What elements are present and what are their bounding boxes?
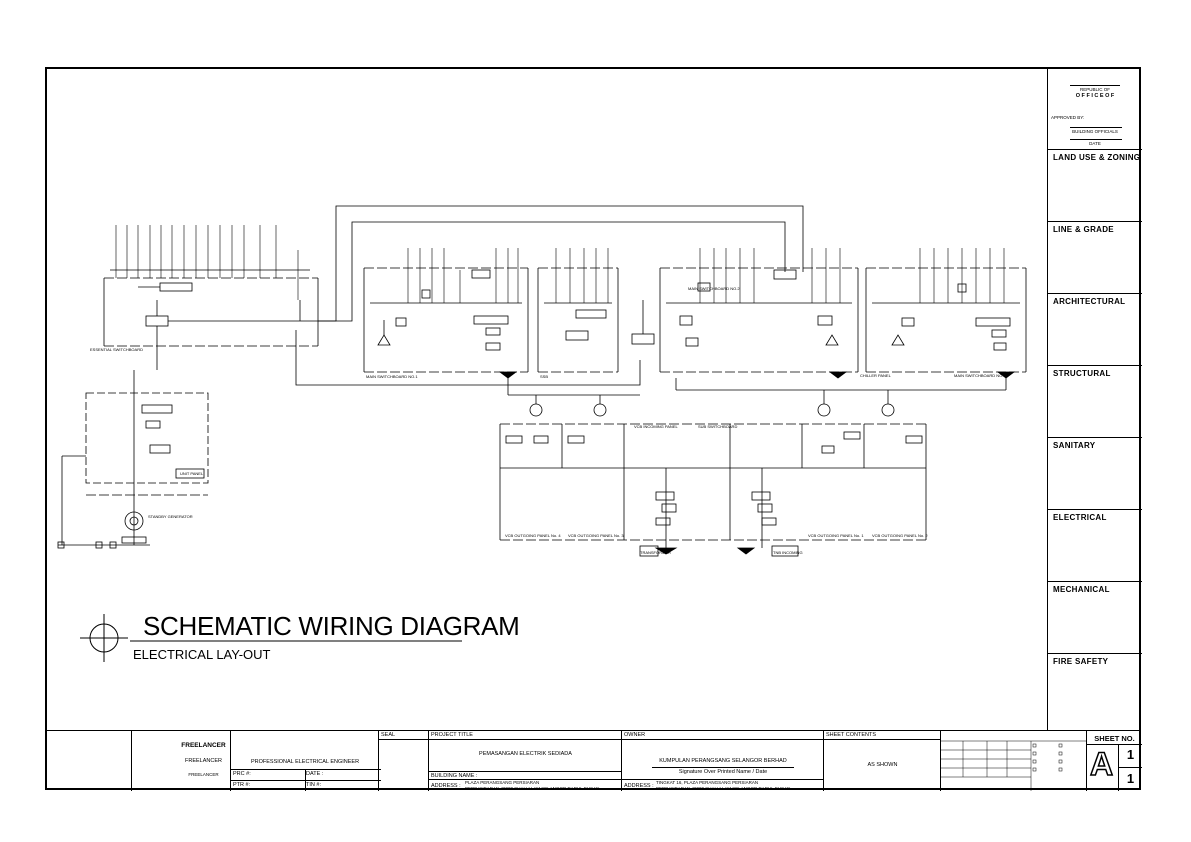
sheet-border (45, 67, 1141, 790)
engineer-block: PROFESSIONAL ELECTRICAL ENGINEER PRC #: … (230, 731, 381, 791)
office-label: O F F I C E O F (1075, 93, 1115, 99)
firm-block: FREELANCER FREELANCER FREELANCER (131, 731, 275, 791)
owner-name: KUMPULAN PERANGSANG SELANGOR BERHAD (659, 758, 787, 764)
essential-switchboard-group (103, 225, 319, 370)
owner-block: OWNER KUMPULAN PERANGSANG SELANGOR BERHA… (621, 731, 824, 791)
label-vcb-outgoing-4: VCB OUTGOING PANEL No. 4 (505, 533, 561, 538)
tb-blank (45, 731, 131, 791)
section-architectural: ARCHITECTURAL (1048, 293, 1142, 365)
sheet-contents-label: SHEET CONTENTS (826, 732, 877, 738)
seal-block: SEAL (378, 731, 429, 791)
firm-line3: FREELANCER (188, 772, 219, 777)
project-address-1: PLAZA PERANGSANG PERSIARAN (465, 780, 540, 785)
revision-table (941, 740, 1087, 791)
section-sanitary: SANITARY (1048, 437, 1142, 509)
firm-line2: FREELANCER (185, 758, 222, 764)
title-block: FREELANCER FREELANCER FREELANCER PROFESS… (45, 730, 1142, 791)
main-switchboard-2-group (659, 248, 859, 379)
republic-label: REPUBLIC OF (1079, 87, 1110, 92)
project-title: PEMASANGAN ELECTRIK SEDIADA (479, 751, 572, 757)
section-line-grade: LINE & GRADE (1048, 221, 1142, 293)
approval-column: REPUBLIC OF O F F I C E O F APPROVED BY:… (1047, 67, 1142, 730)
label-main-switchboard-2: MAIN SWITCHBOARD NO.2 (688, 286, 740, 291)
building-official-label: BUILDING OFFICIALS (1072, 129, 1118, 134)
label-vcb-outgoing-1: VCB OUTGOING PANEL No. 1 (808, 533, 864, 538)
building-name-label: BUILDING NAME : (431, 773, 478, 779)
section-label: SANITARY (1053, 441, 1096, 450)
section-label: STRUCTURAL (1053, 369, 1111, 378)
title-marker-symbol (80, 614, 462, 662)
section-label: ELECTRICAL (1053, 513, 1107, 522)
project-address-label: ADDRESS : (431, 783, 461, 789)
drawing-subtitle: ELECTRICAL LAY-OUT (133, 647, 271, 662)
label-vcb-outgoing-2: VCB OUTGOING PANEL No. 2 (872, 533, 928, 538)
engineer-role: PROFESSIONAL ELECTRICAL ENGINEER (250, 759, 360, 765)
label-vcb-outgoing-3: VCB OUTGOING PANEL No. 3 (568, 533, 624, 538)
label-main-switchboard-1: MAIN SWITCHBOARD NO.1 (366, 374, 418, 379)
label-tenaga: TNB INCOMING (773, 550, 803, 555)
section-mechanical: MECHANICAL (1048, 581, 1142, 653)
prc-label: PRC #: (233, 771, 251, 777)
project-block: PROJECT TITLE PEMASANGAN ELECTRIK SEDIAD… (428, 731, 622, 791)
section-label: MECHANICAL (1053, 585, 1110, 594)
transformer-group (639, 468, 799, 557)
owner-signature-line: Signature Over Printed Name / Date (678, 769, 768, 775)
seal-label: SEAL (381, 732, 396, 738)
scale-value: AS SHOWN (867, 762, 898, 768)
tin-label: TIN #: (306, 782, 321, 788)
section-electrical: ELECTRICAL (1048, 509, 1142, 581)
sheet-number-block: SHEET NO. A 1 1 (1086, 731, 1142, 791)
drawing-title: SCHEMATIC WIRING DIAGRAM (143, 611, 520, 641)
section-label: LINE & GRADE (1053, 225, 1114, 234)
project-title-label: PROJECT TITLE (431, 732, 473, 738)
label-sub-switchboard: SUB SWITCHBOARD (698, 424, 737, 429)
section-structural: STRUCTURAL (1048, 365, 1142, 437)
owner-address-2: PERBANDARAN 40000 SHAH ALAM SELANGOR DAR… (656, 786, 791, 791)
section-land-use: LAND USE & ZONING (1048, 149, 1142, 221)
owner-address-label: ADDRESS : (624, 783, 654, 789)
section-label: ARCHITECTURAL (1053, 297, 1126, 306)
label-ups-panel: UNIT PANEL (180, 471, 204, 476)
label-standby-generator: STANDBY GENERATOR (148, 514, 193, 519)
label-ssb: SSB (540, 374, 548, 379)
sheet-contents-block: SHEET CONTENTS AS SHOWN (823, 731, 941, 791)
project-address-2: PERBANDARAN 40000 SHAH ALAM SELANGOR DAR… (465, 786, 600, 791)
label-essential-switchboard: ESSENTIAL SWITCHBOARD (90, 347, 143, 352)
approved-by-label: APPROVED BY: (1051, 115, 1085, 120)
sheet-letter: A (1089, 745, 1114, 783)
approval-date-label: DATE (1089, 141, 1101, 146)
label-transformer: TRANSFORMER (640, 550, 671, 555)
label-main-switchboard-3: MAIN SWITCHBOARD NO.3 (954, 373, 1006, 378)
owner-label: OWNER (624, 732, 646, 738)
owner-address-1: TINGKAT 16, PLAZA PERANGSANG PERSIARAN (656, 780, 759, 785)
section-label: LAND USE & ZONING (1053, 153, 1141, 162)
ups-panel-group (57, 370, 209, 549)
label-vcb-panel: VCB INCOMING PANEL (634, 424, 678, 429)
date-label: DATE : (306, 771, 324, 777)
sheet-no-label: SHEET NO. (1094, 734, 1135, 743)
ptr-label: PTR #: (233, 782, 251, 788)
section-label: FIRE SAFETY (1053, 657, 1109, 666)
section-fire-safety: FIRE SAFETY (1048, 653, 1142, 730)
sheet-number: 1 (1126, 747, 1135, 762)
ssb-group (537, 248, 655, 373)
firm-name: FREELANCER (181, 742, 226, 749)
revision-grid (940, 731, 1087, 791)
main-switchboard-3-group (865, 248, 1027, 379)
main-switchboard-1-group (363, 248, 529, 379)
approval-stamp: REPUBLIC OF O F F I C E O F (1048, 85, 1142, 99)
sheet-total: 1 (1126, 771, 1135, 786)
label-chiller-panel: CHILLER PANEL (860, 373, 892, 378)
